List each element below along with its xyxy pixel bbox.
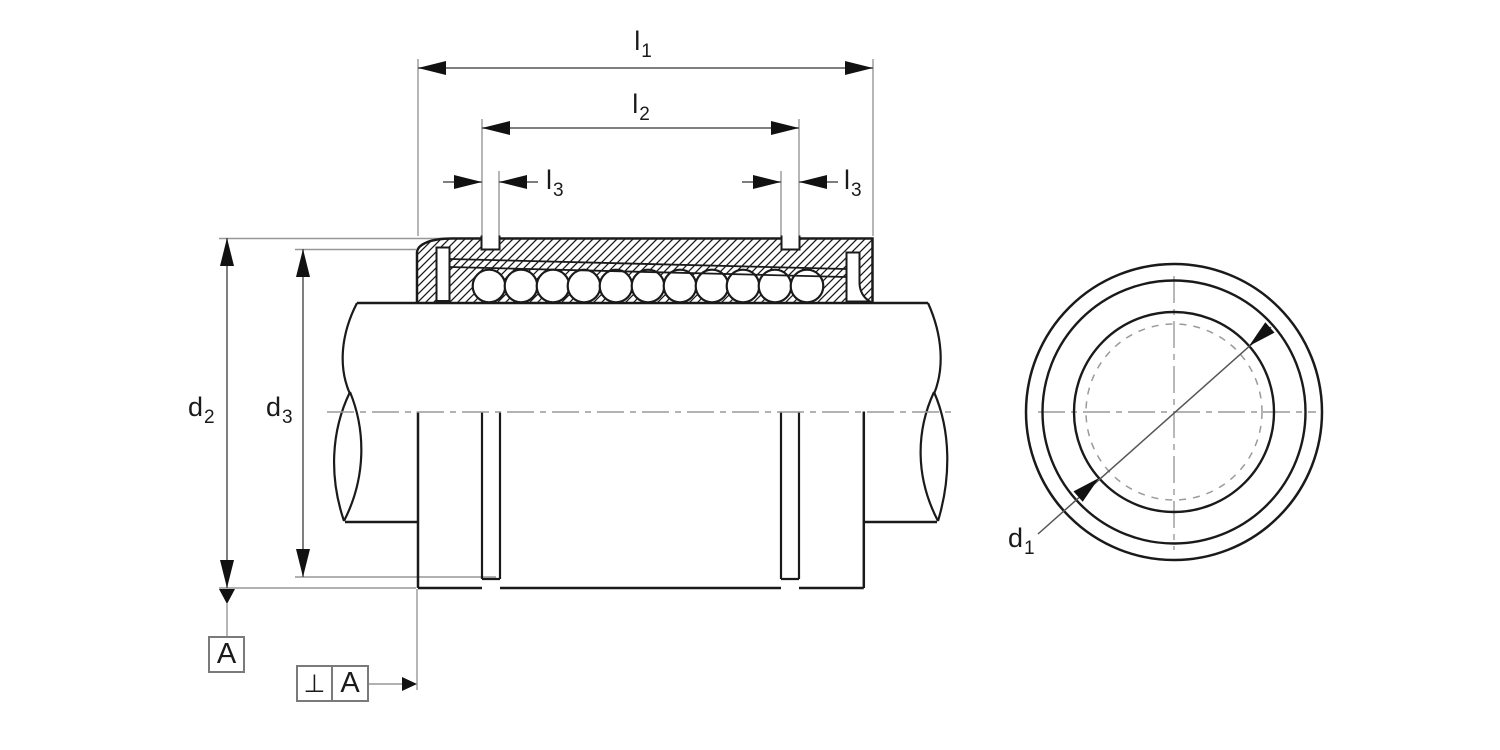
d1-arrow-upper: [1249, 322, 1275, 346]
shaft-break-right: [919, 302, 949, 522]
raceway-lines: [449, 258, 847, 278]
outer-groove-left: [480, 411, 502, 581]
sleeve-circle: [1041, 279, 1307, 545]
outer-groove-right: [779, 411, 801, 581]
shaft: [333, 301, 949, 524]
dimension-label-l1: l1: [634, 26, 652, 62]
ball-track-circle-dashed: [1085, 323, 1263, 501]
ball-row: [471, 268, 825, 304]
feature-control-frame: ⊥ A: [296, 665, 369, 702]
fcf-leader: [369, 677, 417, 691]
dimension-label-d1: d1: [1008, 523, 1035, 559]
fcf-datum-letter: A: [340, 667, 360, 699]
centerlines: [327, 276, 1316, 550]
fcf-arrow: [402, 677, 417, 691]
shaft-break-left: [333, 302, 363, 522]
dimension-arrowheads: [220, 61, 873, 588]
dimension-lines: [226, 67, 873, 588]
dimension-label-l3-right: l3: [844, 165, 862, 201]
datum-identifier-box: A: [208, 636, 245, 673]
dim-d1: [1037, 322, 1275, 535]
bore-circle: [1072, 310, 1276, 514]
dimension-label-d2: d2: [188, 392, 215, 428]
dimension-label-l2: l2: [632, 89, 650, 125]
datum-letter: A: [216, 638, 237, 670]
bearing-sleeve-section: [415, 235, 874, 304]
perpendicularity-icon: ⊥: [298, 667, 333, 700]
extension-lines: [219, 59, 874, 690]
dimension-label-d3: d3: [266, 392, 293, 428]
bearing-outer-view: [416, 411, 866, 590]
seal-slots: [435, 246, 874, 303]
circlip-grooves: [480, 235, 801, 251]
d1-arrow-lower: [1073, 478, 1099, 502]
datum-triangle: [219, 589, 235, 604]
datum-feature-symbol: [219, 589, 235, 637]
dimension-label-l3-left: l3: [546, 165, 564, 201]
outer-diameter-circle: [1024, 262, 1324, 562]
end-view: [1024, 262, 1324, 562]
